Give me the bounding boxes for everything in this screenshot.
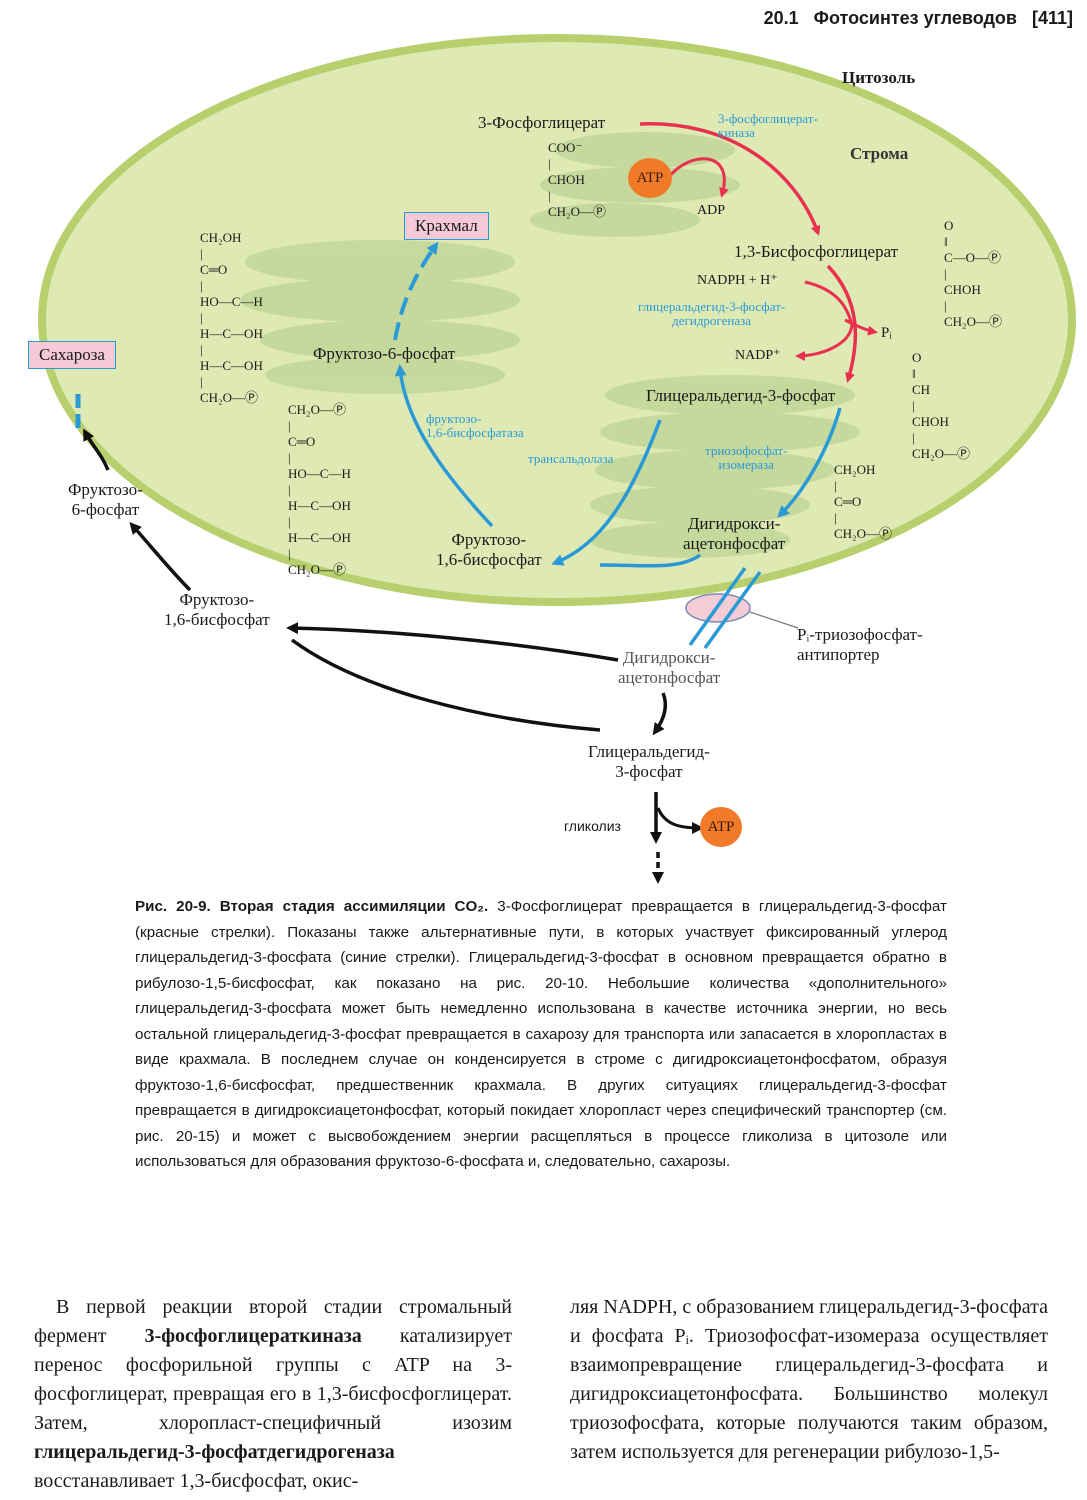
dhap-cytosol-label: Дигидрокси- ацетонфосфат <box>618 648 721 687</box>
f6p-structure: CH₂OH | C═O | HO—C—H | H—C—OH | H—C—OH |… <box>200 230 263 405</box>
enzyme-term: 3-фосфоглицераткиназа <box>144 1325 362 1347</box>
f6p-stroma-label: Фруктозо-6-фосфат <box>313 344 456 363</box>
body-text: ляя NADPH, с образованием глицеральдегид… <box>570 1296 1048 1463</box>
body-text: В первой реакции второй стадии стромальн… <box>34 1296 512 1347</box>
caption-label: Рис. 20-9. <box>135 898 211 915</box>
stroma-label: Строма <box>850 144 909 163</box>
aldolase-enzyme-label: трансальдолаза <box>528 451 614 466</box>
fbp-cytosol-label: Фруктозо- 1,6-бисфосфат <box>164 590 270 629</box>
dhap-stroma-label: Дигидрокси- ацетонфосфат <box>683 514 786 553</box>
nadp-label: NADP⁺ <box>735 348 781 363</box>
section-title: Фотосинтез углеводов <box>813 8 1017 28</box>
figure-caption: Рис. 20-9. Вторая стадия ассимиляции CO₂… <box>135 894 947 1175</box>
fbp-stroma-label: Фруктозо- 1,6-бисфосфат <box>436 530 542 569</box>
glycolysis-label: гликолиз <box>564 818 621 834</box>
atp-stroma: ATP <box>628 158 672 198</box>
pga-label: 3-Фосфоглицерат <box>478 113 606 132</box>
gapdh-enzyme-label: глицеральдегид-3-фосфат- дегидрогеназа <box>638 299 786 329</box>
body-text: катализирует перенос фосфорильной группы… <box>34 1325 512 1434</box>
g3p-cytosol-label: Глицеральдегид- 3-фосфат <box>588 742 710 781</box>
adp-label: ADP <box>697 203 726 218</box>
dhap-structure: CH₂OH | C═O | CH₂O—Ⓟ <box>834 462 892 541</box>
g3p-structure: O ‖ CH | CHOH | CH₂O—Ⓟ <box>912 350 970 461</box>
tpi-enzyme-label: триозофосфат- изомераза <box>705 443 788 473</box>
antiporter-label: Pᵢ-триозофосфат- антипортер <box>797 625 923 664</box>
pga-structure: COO⁻ | CHOH | CH₂O—Ⓟ <box>548 140 606 219</box>
body-column-left: В первой реакции второй стадии стромальн… <box>34 1293 512 1496</box>
enzyme-term: глицеральдегид-3-фосфатдегидрогеназа <box>34 1441 395 1463</box>
pgk-enzyme-label: 3-фосфоглицерат- киназа <box>718 111 818 141</box>
starch-box: Крахмал <box>404 212 489 240</box>
caption-title: Вторая стадия ассимиляции CO₂. <box>219 898 489 915</box>
bpg-structure: O ‖ C—O—Ⓟ | CHOH | CH₂O—Ⓟ <box>944 218 1002 329</box>
bpg-label: 1,3-Бисфосфоглицерат <box>734 242 899 261</box>
caption-text: 3-Фосфоглицерат превращается в глицераль… <box>135 898 947 1170</box>
figure-graphic <box>38 34 1076 884</box>
body-text: восстанавливает 1,3-бисфосфат, окис- <box>34 1470 359 1492</box>
fbpase-enzyme-label: фруктозо- 1,6-бисфосфатаза <box>426 411 524 441</box>
nadph-label: NADPH + H⁺ <box>697 273 778 288</box>
pi-label: Pᵢ <box>881 325 892 341</box>
g3p-label: Глицеральдегид-3-фосфат <box>646 386 836 405</box>
sucrose-box: Сахароза <box>28 341 116 369</box>
thylakoids <box>240 132 860 558</box>
section-number: 20.1 <box>763 8 799 28</box>
cytosol-label: Цитозоль <box>842 68 916 87</box>
f6p-cytosol-label: Фруктозо- 6-фосфат <box>68 480 143 519</box>
running-header: 20.1 Фотосинтез углеводов [411] <box>764 8 1073 29</box>
fbp-structure: CH₂O—Ⓟ | C═O | HO—C—H | H—C—OH | H—C—OH … <box>288 402 351 577</box>
page-number: [411] <box>1031 8 1073 28</box>
atp-cytosol: ATP <box>700 807 742 847</box>
body-column-right: ляя NADPH, с образованием глицеральдегид… <box>570 1293 1048 1467</box>
